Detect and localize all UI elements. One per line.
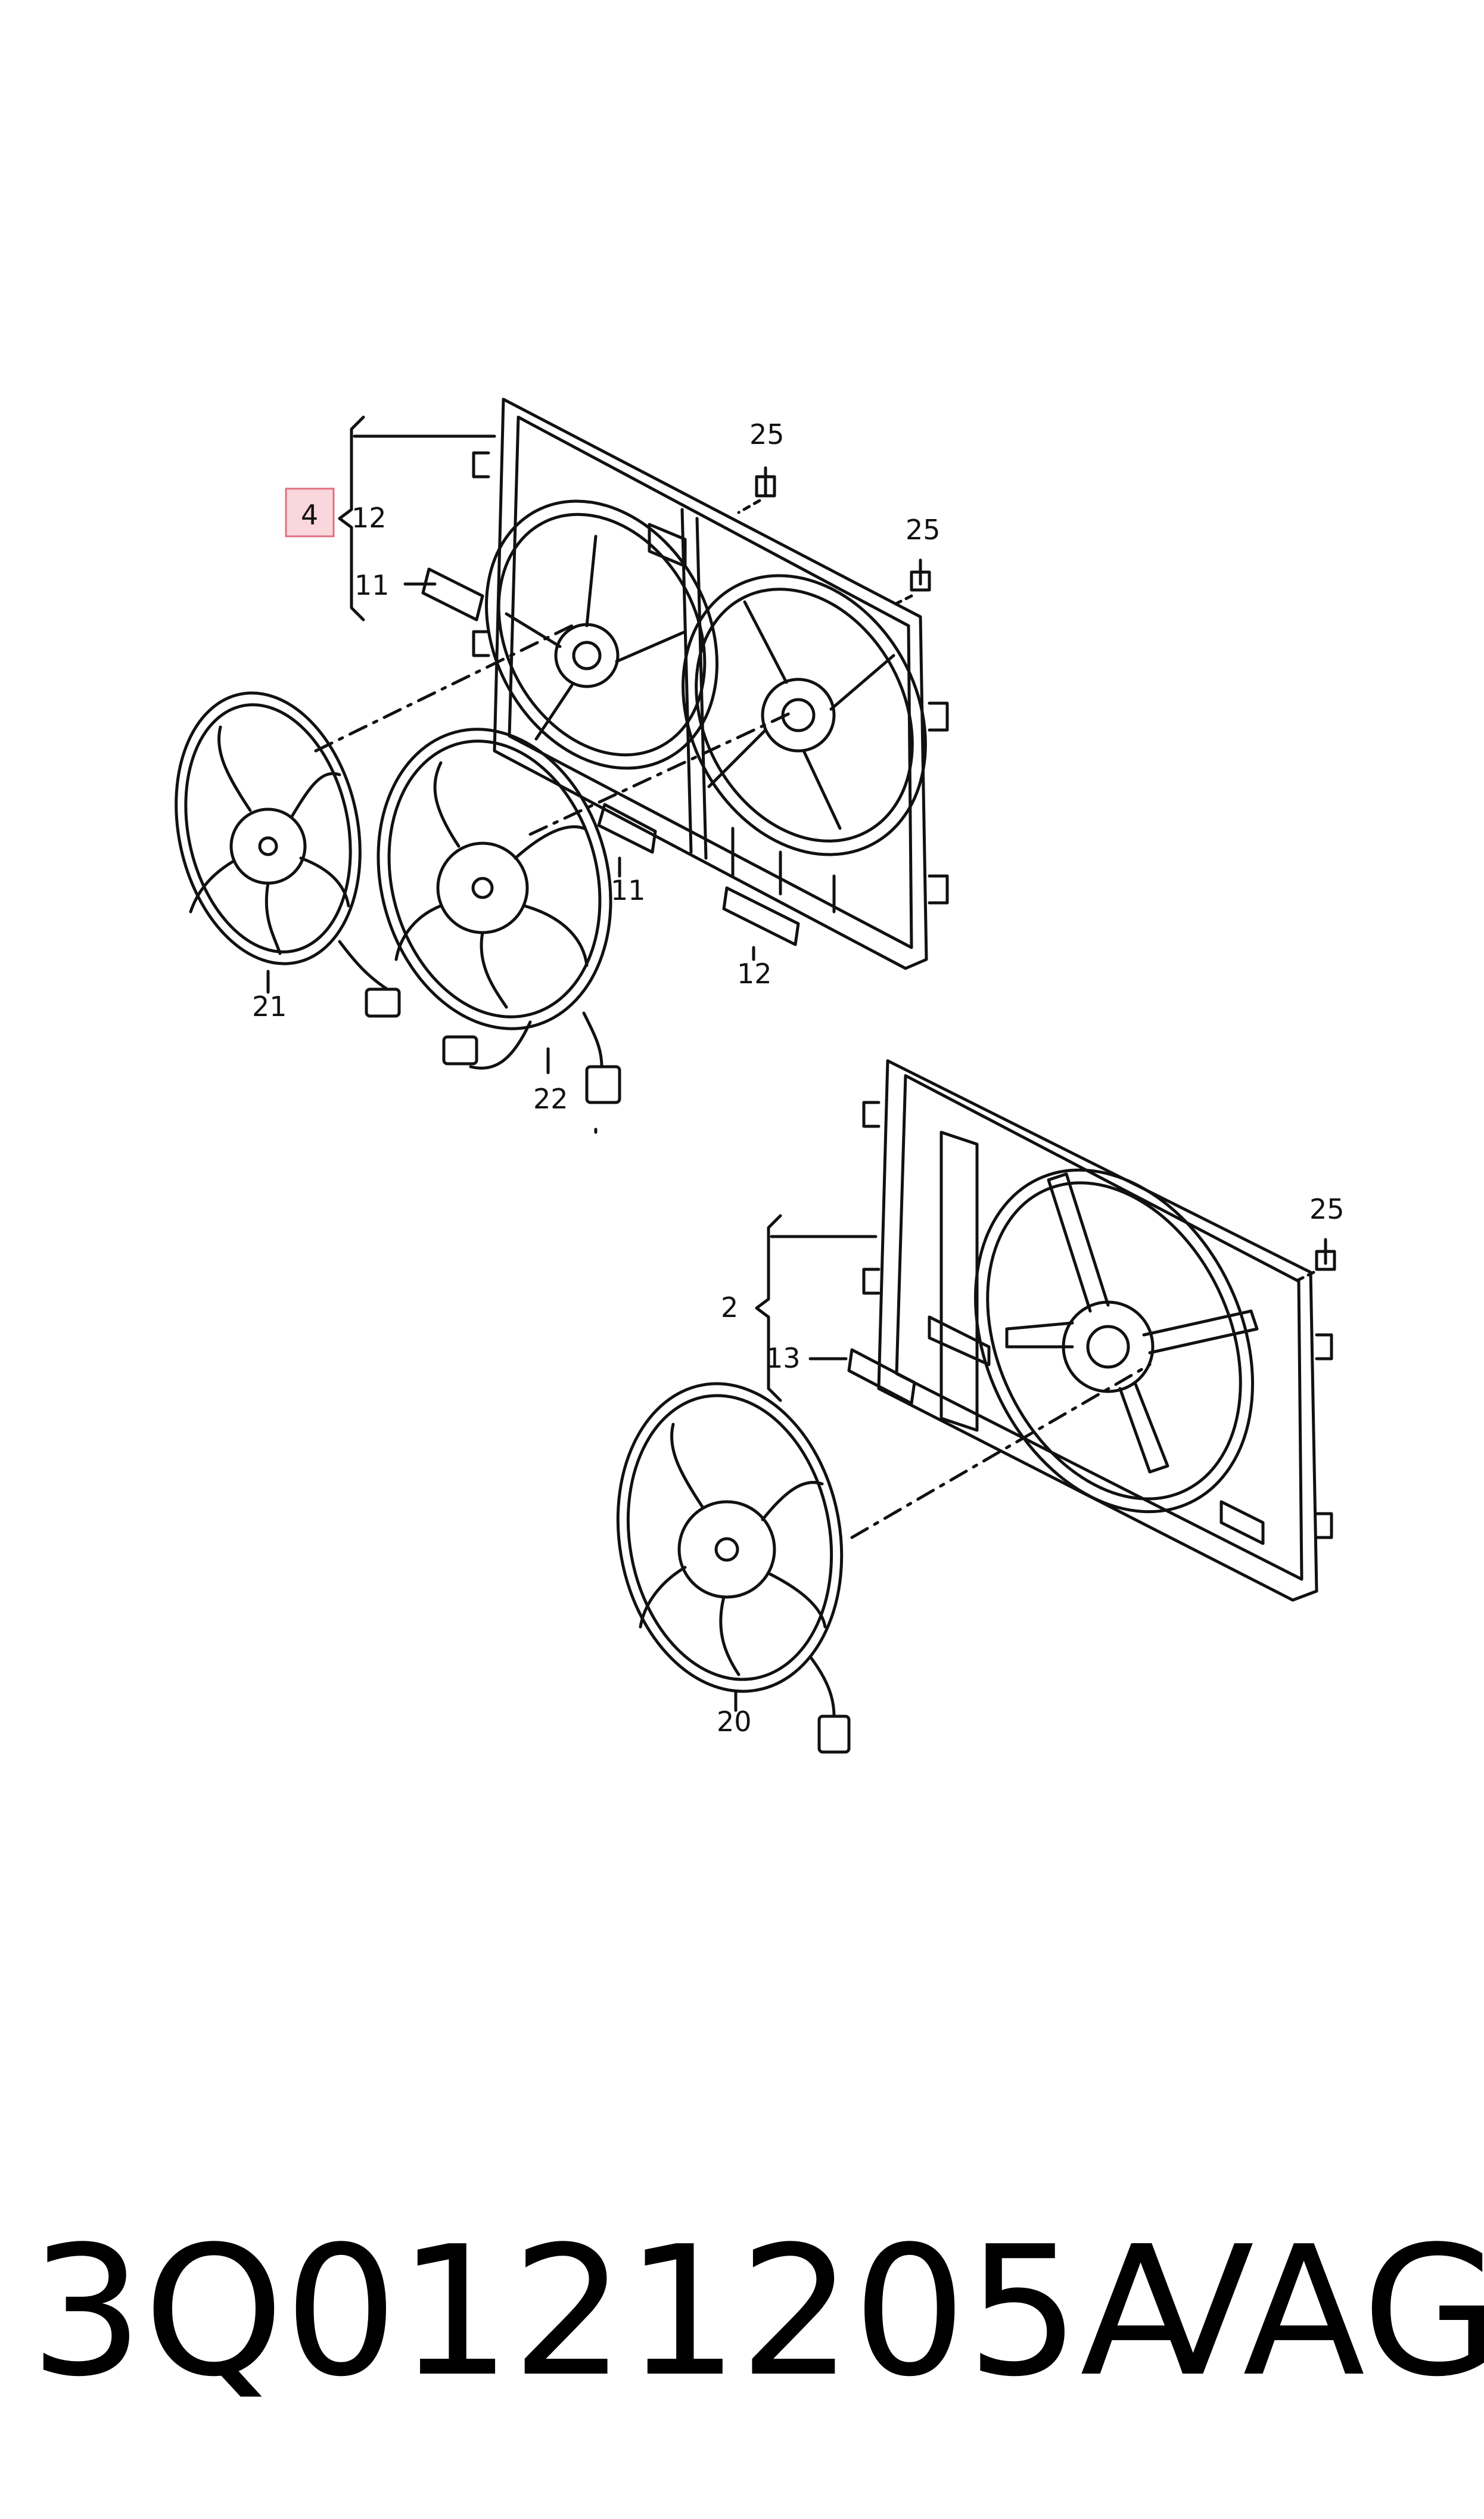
bolt-25-b	[892, 558, 931, 607]
callout-25-c: 25	[1309, 1193, 1345, 1225]
single-fan-shroud	[862, 1059, 1333, 1602]
pad-12-mid	[722, 886, 800, 961]
fan-21	[175, 691, 401, 1018]
callout-11-top: 11	[354, 569, 390, 601]
bracket-2	[755, 1214, 878, 1402]
callout-25-b: 25	[906, 514, 941, 546]
pad-11-top	[421, 567, 484, 622]
part-number: 3Q0121205A	[30, 2208, 1203, 2416]
fan-20	[616, 1382, 851, 1754]
callout-20: 20	[717, 1706, 752, 1738]
callout-11-mid: 11	[611, 874, 646, 906]
callout-12-mid: 12	[737, 958, 772, 990]
callout-22: 22	[533, 1083, 568, 1115]
callout-4-highlight	[285, 487, 335, 538]
callout-13: 13	[766, 1342, 801, 1374]
callout-2: 2	[721, 1291, 738, 1324]
pad-11-mid	[597, 803, 657, 878]
callout-12-top: 12	[351, 502, 387, 534]
bolt-25-a	[737, 466, 776, 514]
bracket-4	[338, 415, 496, 622]
bolt-25-c	[1294, 1238, 1336, 1283]
fan-22	[377, 728, 621, 1104]
callout-21: 21	[252, 990, 287, 1023]
brand-name: VAG	[1132, 2208, 1484, 2416]
pad-13	[847, 1348, 916, 1405]
callout-4: 4	[301, 499, 318, 531]
callout-25-a: 25	[749, 418, 785, 451]
dual-fan-shroud	[472, 397, 949, 970]
